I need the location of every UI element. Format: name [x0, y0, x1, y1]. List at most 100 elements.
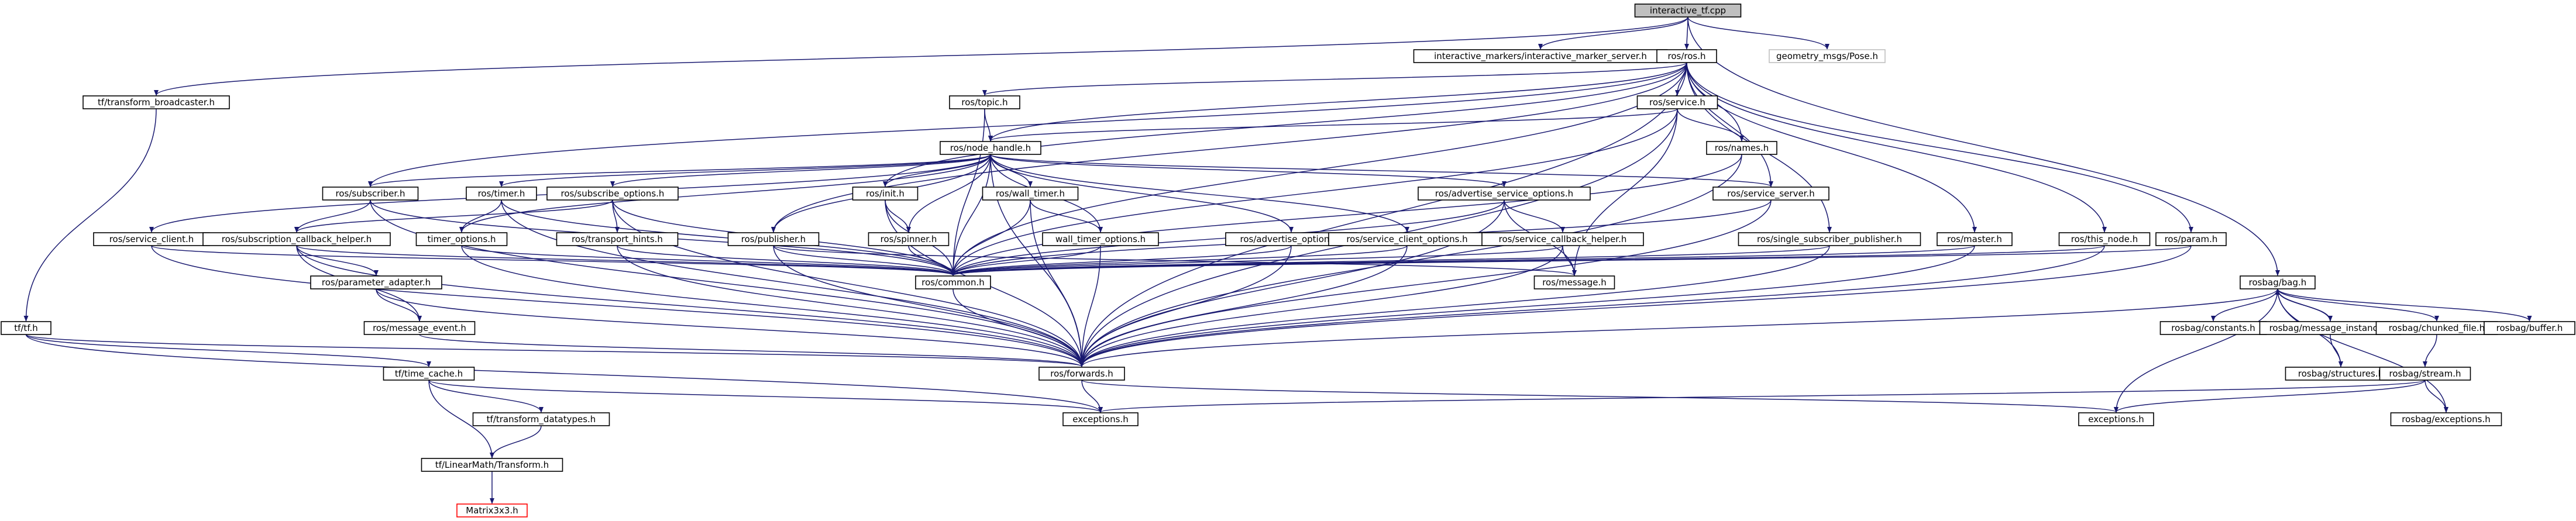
node-rosbag-bag[interactable]: rosbag/bag.h	[2240, 275, 2316, 289]
nodes-layer: interactive_tf.cpp interactive_markers/in…	[1, 4, 2575, 517]
edge-message-event-to-forwards	[419, 334, 1084, 367]
node-init[interactable]: ros/init.h	[852, 187, 919, 201]
node-transport-hints[interactable]: ros/transport_hints.h	[556, 232, 679, 246]
edge-service-callback-helper-to-common	[951, 245, 1563, 276]
node-master[interactable]: ros/master.h	[1937, 232, 2013, 246]
edge-master-to-common	[951, 245, 1975, 276]
node-box	[1, 321, 51, 335]
edge-node-handle-to-timer	[499, 154, 991, 187]
node-box	[472, 412, 610, 426]
edge-ros-to-master	[1686, 62, 1977, 233]
node-pose[interactable]: geometry_msgs/Pose.h	[1769, 49, 1886, 63]
node-box	[1481, 232, 1644, 246]
node-transform-datatypes[interactable]: tf/transform_datatypes.h	[472, 412, 610, 426]
node-rosbag-stream[interactable]: rosbag/stream.h	[2379, 367, 2471, 381]
node-message[interactable]: ros/message.h	[1533, 275, 1615, 289]
node-box	[2390, 412, 2502, 426]
edge-timer-to-forwards	[501, 199, 1084, 367]
node-message-event[interactable]: ros/message_event.h	[363, 321, 476, 335]
node-interactive-tf[interactable]: interactive_tf.cpp	[1634, 4, 1742, 18]
node-wall-timer[interactable]: ros/wall_timer.h	[982, 187, 1079, 201]
node-rosbag-chunked-file[interactable]: rosbag/chunked_file.h	[2375, 321, 2498, 335]
node-sub-cb-helper[interactable]: ros/subscription_callback_helper.h	[202, 232, 391, 246]
edge-ros-to-publisher	[771, 62, 1687, 233]
node-rosbag-msg-instance[interactable]: rosbag/message_instance.h	[2259, 321, 2402, 335]
edge-advertise-options-to-common	[951, 245, 1292, 276]
node-rosbag-exceptions[interactable]: rosbag/exceptions.h	[2390, 412, 2502, 426]
node-common[interactable]: ros/common.h	[915, 275, 991, 289]
edge-tf-tf-to-exceptions1	[25, 334, 1103, 413]
edge-advertise-options-to-forwards	[1079, 245, 1292, 367]
node-exceptions1[interactable]: exceptions.h	[1062, 412, 1139, 426]
node-exceptions2[interactable]: exceptions.h	[2078, 412, 2154, 426]
node-spinner[interactable]: ros/spinner.h	[868, 232, 950, 246]
node-label: rosbag/bag.h	[2249, 277, 2307, 288]
node-label: ros/ros.h	[1668, 51, 1706, 61]
edge-rosbag-msg-instance-to-rosbag-structures	[2330, 334, 2343, 367]
node-label: ros/service_callback_helper.h	[1499, 234, 1627, 245]
node-wall-timer-options[interactable]: wall_timer_options.h	[1042, 232, 1159, 246]
node-ros[interactable]: ros/ros.h	[1656, 49, 1717, 63]
node-label: tf/transform_broadcaster.h	[98, 97, 215, 108]
node-box	[1769, 49, 1886, 63]
node-rosbag-structures[interactable]: rosbag/structures.h	[2285, 367, 2397, 381]
edge-ros-to-this-node	[1686, 62, 2107, 233]
edge-timer-options-to-forwards	[461, 245, 1084, 367]
node-node-handle[interactable]: ros/node_handle.h	[940, 141, 1041, 155]
node-box	[1706, 141, 1777, 155]
node-subscribe-options[interactable]: ros/subscribe_options.h	[546, 187, 679, 201]
node-box	[949, 95, 1020, 109]
node-label: ros/message_event.h	[373, 323, 466, 334]
node-advertise-options[interactable]: ros/advertise_options.h	[1225, 232, 1357, 246]
node-topic[interactable]: ros/topic.h	[949, 95, 1020, 109]
node-service-client[interactable]: ros/service_client.h	[93, 232, 210, 246]
edge-node-handle-to-common	[951, 154, 991, 276]
edge-rosbag-stream-to-exceptions1	[1098, 379, 2426, 413]
node-rosbag-buffer[interactable]: rosbag/buffer.h	[2484, 321, 2575, 335]
edge-interactive-tf-to-rosbag-bag	[1687, 16, 2280, 276]
node-linearmath[interactable]: tf/LinearMath/Transform.h	[421, 458, 563, 472]
node-label: rosbag/constants.h	[2171, 323, 2255, 333]
edge-time-cache-to-transform-datatypes	[428, 379, 544, 413]
edge-subscriber-to-sub-cb-helper	[294, 199, 371, 233]
edge-single-sub-pub-to-forwards	[1079, 245, 1830, 367]
node-label: wall_timer_options.h	[1055, 234, 1146, 245]
node-service-client-options[interactable]: ros/service_client_options.h	[1328, 232, 1486, 246]
node-box	[868, 232, 950, 246]
edge-timer-to-timer-options	[459, 199, 502, 233]
node-matrix3x3[interactable]: Matrix3x3.h	[456, 503, 528, 517]
edge-tf-tf-to-forwards	[25, 334, 1084, 367]
node-param[interactable]: ros/param.h	[2155, 232, 2227, 246]
node-subscriber[interactable]: ros/subscriber.h	[322, 187, 419, 201]
node-timer-options[interactable]: timer_options.h	[415, 232, 508, 246]
edge-interactive-tf-to-tf-broadcaster	[154, 16, 1688, 96]
node-box	[82, 95, 230, 109]
node-label: ros/service.h	[1649, 97, 1705, 108]
edge-wall-timer-options-to-common	[951, 245, 1101, 276]
node-publisher[interactable]: ros/publisher.h	[727, 232, 820, 246]
node-box	[310, 275, 442, 289]
node-label: tf/time_cache.h	[395, 368, 463, 379]
edge-interactive-tf-to-im-server	[1538, 16, 1688, 50]
node-this-node[interactable]: ros/this_node.h	[2058, 232, 2151, 246]
node-timer[interactable]: ros/timer.h	[466, 187, 537, 201]
node-box	[727, 232, 820, 246]
edge-ros-to-node-handle	[988, 62, 1687, 142]
edge-transport-hints-to-forwards	[617, 245, 1084, 367]
node-names[interactable]: ros/names.h	[1706, 141, 1777, 155]
node-parameter-adapter[interactable]: ros/parameter_adapter.h	[310, 275, 442, 289]
node-box	[466, 187, 537, 201]
node-service[interactable]: ros/service.h	[1636, 95, 1718, 109]
node-forwards[interactable]: ros/forwards.h	[1038, 367, 1125, 381]
node-time-cache[interactable]: tf/time_cache.h	[383, 367, 475, 381]
node-tf-broadcaster[interactable]: tf/transform_broadcaster.h	[82, 95, 230, 109]
node-advertise-service-options[interactable]: ros/advertise_service_options.h	[1418, 187, 1591, 201]
node-service-callback-helper[interactable]: ros/service_callback_helper.h	[1481, 232, 1644, 246]
node-im-server[interactable]: interactive_markers/interactive_marker_s…	[1413, 49, 1668, 63]
edge-rosbag-bag-to-rosbag-chunked-file	[2277, 288, 2439, 322]
node-rosbag-constants[interactable]: rosbag/constants.h	[2159, 321, 2267, 335]
node-tf-tf[interactable]: tf/tf.h	[1, 321, 51, 335]
node-single-sub-pub[interactable]: ros/single_subscriber_publisher.h	[1738, 232, 1921, 246]
node-service-server[interactable]: ros/service_server.h	[1712, 187, 1829, 201]
node-box	[2078, 412, 2154, 426]
